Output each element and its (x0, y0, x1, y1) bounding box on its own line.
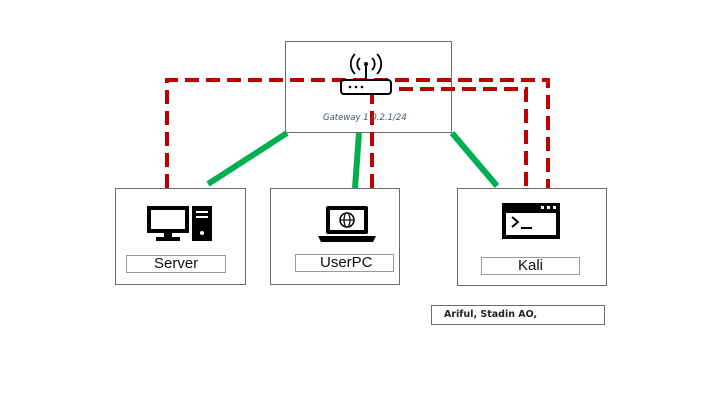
link-server-gateway (206, 130, 289, 187)
laptop-globe-icon (318, 206, 376, 242)
kali-label: Kali (481, 257, 580, 275)
userpc-label: UserPC (295, 254, 394, 272)
terminal-window-icon (502, 203, 560, 239)
desktop-tower-icon (147, 206, 212, 241)
link-userpc-gateway (352, 132, 362, 189)
gateway-label: Gateway 1 0.2.1/24 (323, 113, 407, 123)
attack-path-userpc (370, 87, 528, 188)
server-label: Server (126, 255, 226, 273)
router-icon (340, 53, 392, 95)
credit-box: Ariful, Stadin AO, (431, 305, 605, 325)
link-kali-gateway (449, 131, 500, 188)
